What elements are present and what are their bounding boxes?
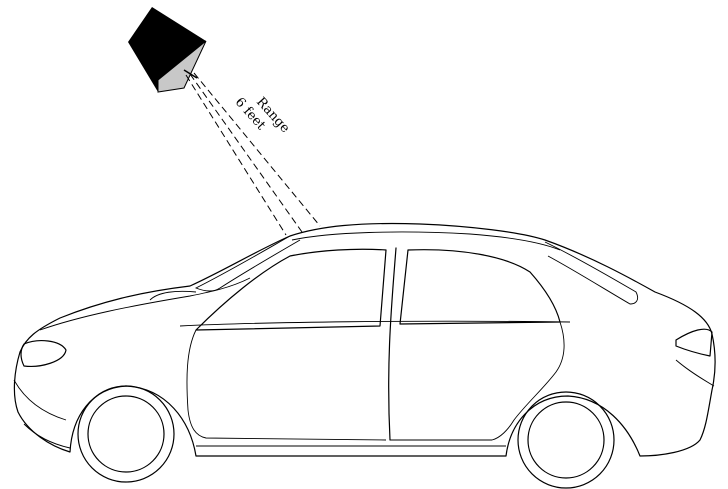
roof-inner-line: [292, 232, 560, 250]
front-lower-bumper: [24, 424, 70, 448]
beltline: [180, 321, 570, 326]
door-divider: [389, 248, 396, 440]
beam-line-left: [186, 75, 286, 235]
rear-rim: [528, 402, 604, 478]
rear-bumper: [676, 360, 714, 386]
front-tire: [78, 386, 174, 482]
rear-tire: [518, 392, 614, 488]
range-label: Range 6 feet: [232, 84, 295, 150]
rear-window-side: [400, 250, 560, 324]
rear-wheel: [518, 392, 614, 488]
rear-window: [545, 242, 638, 304]
beam-line-right: [194, 73, 320, 226]
headlight: [21, 341, 66, 367]
front-window: [196, 249, 386, 330]
taillight: [676, 329, 712, 356]
rear-door-outline: [390, 322, 564, 440]
car: [14, 224, 715, 489]
hood-line: [40, 278, 250, 330]
front-door-outline: [187, 330, 386, 440]
front-bumper: [14, 380, 66, 420]
front-wheel: [78, 386, 174, 482]
front-rim: [88, 396, 164, 472]
detection-beam: [186, 73, 320, 235]
windshield: [196, 236, 300, 291]
